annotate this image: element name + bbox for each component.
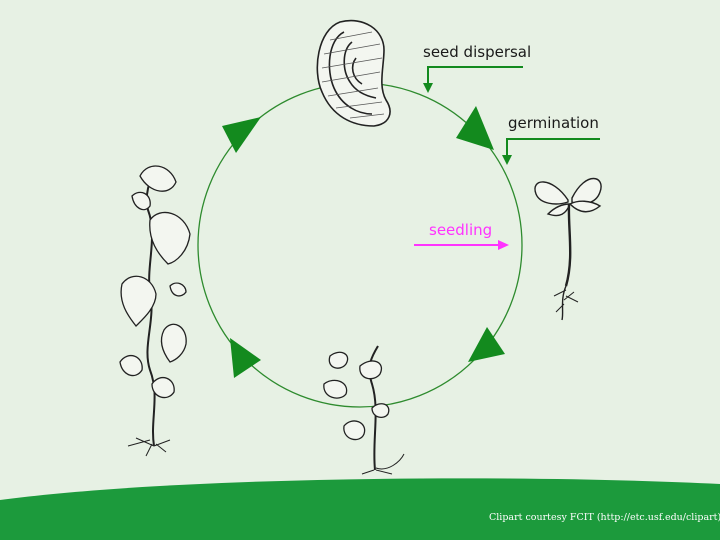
seed-dispersal-pointer	[423, 66, 523, 93]
seed-icon	[316, 19, 391, 127]
germination-label: germination	[508, 114, 599, 132]
footer-wave	[0, 478, 720, 540]
cycle-arrowhead-top-left	[222, 117, 261, 153]
seed-dispersal-label: seed dispersal	[423, 43, 532, 61]
flowering-vine-icon	[119, 165, 191, 457]
cycle-arrowhead-bottom-right	[468, 327, 505, 362]
seedling-arrow	[414, 240, 509, 250]
germination-pointer	[502, 138, 600, 165]
young-vine-icon	[323, 345, 405, 475]
cycle-arrowhead-top-right	[456, 106, 494, 150]
sprout-icon	[534, 177, 602, 321]
clipart-credit: Clipart courtesy FCIT (http://etc.usf.ed…	[489, 512, 720, 523]
cycle-arrowhead-bottom-left	[230, 338, 261, 378]
seedling-label: seedling	[429, 221, 493, 239]
